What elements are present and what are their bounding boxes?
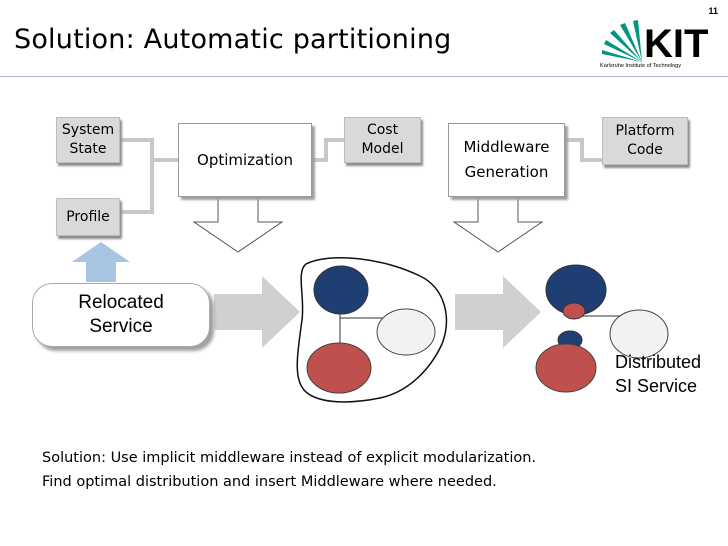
distributed-white-component bbox=[609, 309, 669, 359]
white-component bbox=[376, 308, 436, 356]
distributed-red-component bbox=[535, 343, 597, 393]
cost-model-box: Cost Model bbox=[344, 117, 421, 163]
middleware-generation-label: Middleware Generation bbox=[463, 138, 550, 181]
optimization-box: Optimization bbox=[178, 123, 312, 197]
slide-title: Solution: Automatic partitioning bbox=[14, 24, 452, 55]
optimization-down-arrow bbox=[192, 194, 284, 253]
profile-label: Profile bbox=[66, 208, 110, 225]
blue-component bbox=[313, 265, 369, 315]
system-state-label: System State bbox=[61, 122, 115, 157]
red-component bbox=[306, 342, 372, 394]
connector-lines bbox=[118, 138, 602, 214]
title-divider bbox=[0, 76, 728, 77]
logo-wordmark: KIT bbox=[644, 22, 709, 66]
page-number: 11 bbox=[708, 6, 718, 16]
middleware-red-node bbox=[562, 302, 586, 320]
kit-logo: KIT Karlsruhe Institute of Technology bbox=[598, 14, 716, 70]
distributed-service-label: Distributed SI Service bbox=[615, 352, 702, 396]
caption-line-1: Solution: Use implicit middleware instea… bbox=[42, 450, 537, 466]
relocate-right-arrow bbox=[214, 276, 300, 348]
profile-up-arrow bbox=[72, 242, 130, 282]
system-state-box: System State bbox=[56, 117, 120, 163]
slide-caption: Solution: Use implicit middleware instea… bbox=[42, 446, 536, 494]
platform-code-label: Platform Code bbox=[615, 123, 675, 158]
middleware-generation-box: Middleware Generation bbox=[448, 123, 565, 197]
generation-down-arrow bbox=[452, 194, 544, 253]
optimization-label: Optimization bbox=[197, 150, 293, 169]
caption-line-2: Find optimal distribution and insert Mid… bbox=[42, 474, 497, 490]
relocated-service-label: Relocated Service bbox=[78, 292, 164, 337]
profile-box: Profile bbox=[56, 198, 120, 236]
platform-code-box: Platform Code bbox=[602, 117, 688, 165]
logo-subtitle: Karlsruhe Institute of Technology bbox=[600, 63, 682, 69]
relocated-service-box: Relocated Service bbox=[32, 283, 210, 347]
distribute-right-arrow bbox=[455, 276, 541, 348]
kit-logo-fan-icon bbox=[602, 20, 642, 62]
cost-model-label: Cost Model bbox=[361, 122, 404, 157]
